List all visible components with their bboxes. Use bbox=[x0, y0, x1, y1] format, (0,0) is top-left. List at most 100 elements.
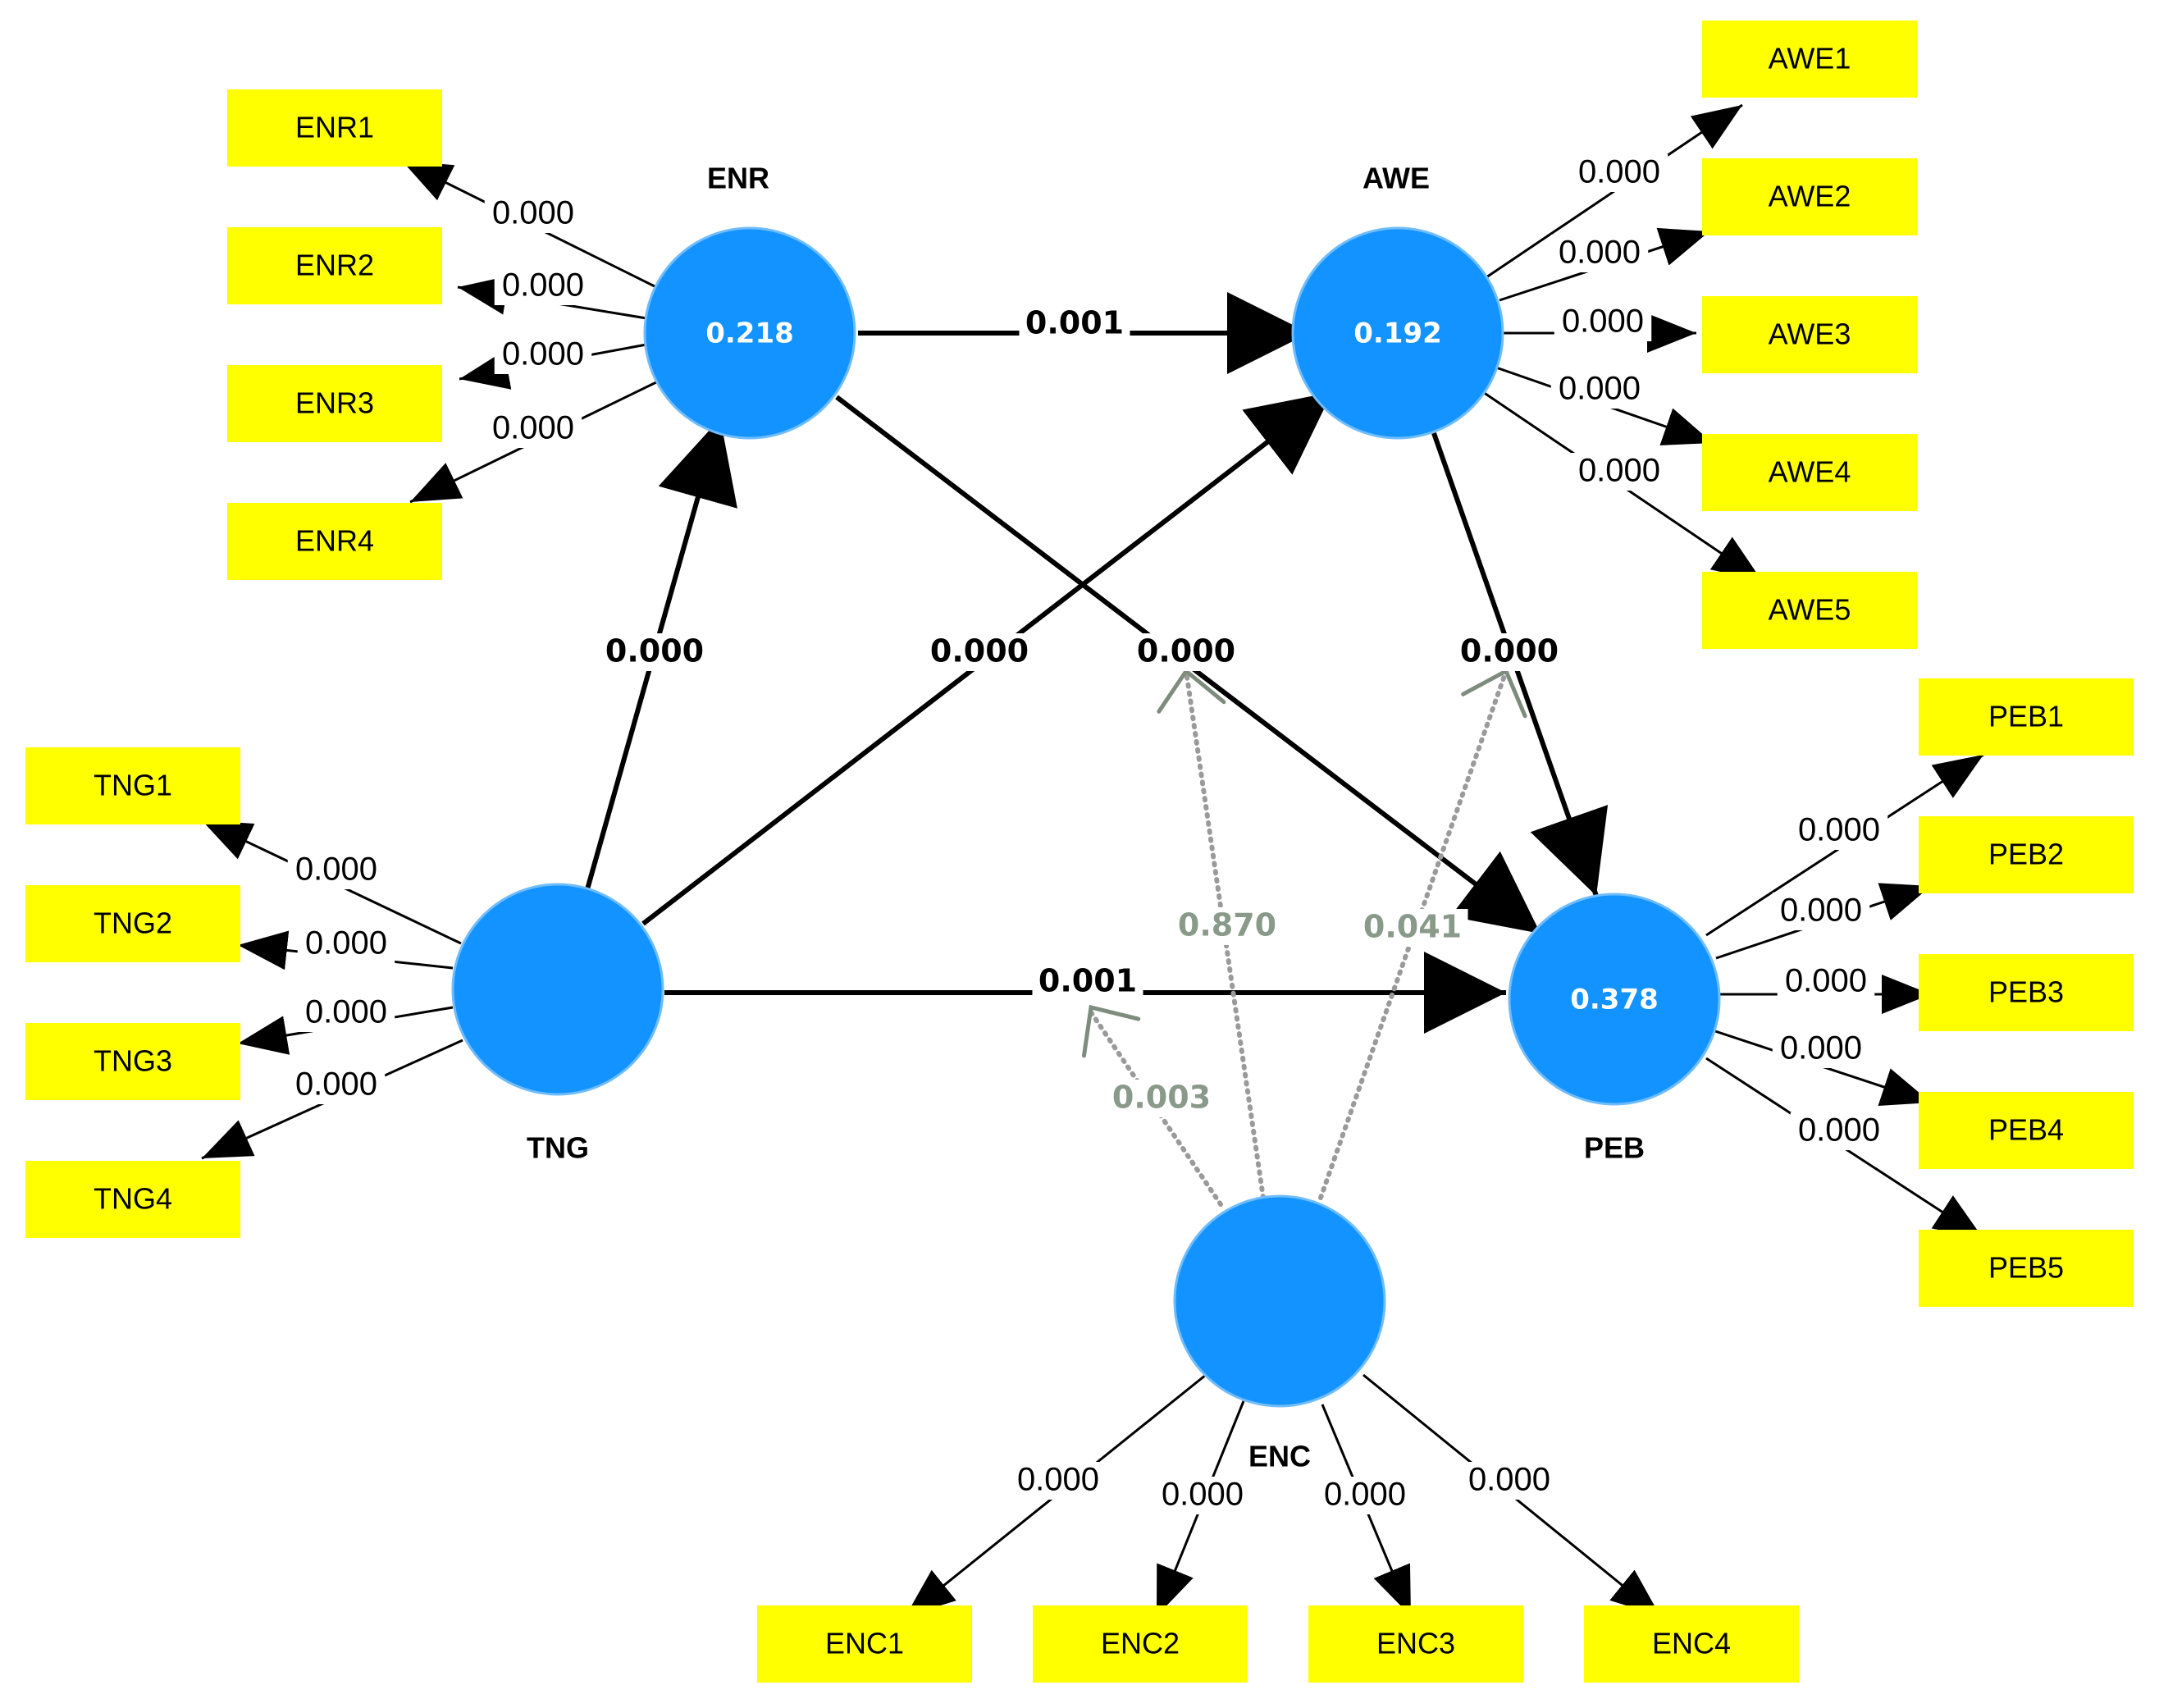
loading-pvalue-enc3: 0.000 bbox=[1316, 1477, 1414, 1514]
indicator-awe3[interactable]: AWE3 bbox=[1702, 296, 1917, 373]
indicator-label: ENC4 bbox=[1652, 1627, 1731, 1660]
loading-pvalue-awe2: 0.000 bbox=[1550, 235, 1649, 272]
svg-text:0.000: 0.000 bbox=[605, 633, 704, 669]
indicator-box bbox=[227, 89, 442, 167]
indicator-peb4[interactable]: PEB4 bbox=[1919, 1092, 2134, 1169]
svg-text:0.000: 0.000 bbox=[1324, 1477, 1406, 1513]
indicator-awe2[interactable]: AWE2 bbox=[1702, 158, 1917, 235]
path-pvalue-tng-awe: 0.000 bbox=[924, 633, 1035, 671]
indicator-box bbox=[1702, 434, 1917, 511]
indicator-tng4[interactable]: TNG4 bbox=[25, 1161, 240, 1238]
indicator-label: PEB4 bbox=[1988, 1113, 2064, 1147]
indicator-label: PEB5 bbox=[1988, 1251, 2064, 1285]
svg-text:0.000: 0.000 bbox=[492, 195, 574, 231]
indicator-awe4[interactable]: AWE4 bbox=[1702, 434, 1917, 511]
indicator-enc1[interactable]: ENC1 bbox=[757, 1605, 972, 1683]
loading-pvalue-tng3: 0.000 bbox=[297, 994, 395, 1032]
construct-r-squared: 0.218 bbox=[705, 317, 794, 350]
indicator-box bbox=[1702, 296, 1917, 373]
indicator-enr3[interactable]: ENR3 bbox=[227, 365, 442, 442]
indicator-label: ENC3 bbox=[1376, 1627, 1455, 1660]
indicator-label: PEB1 bbox=[1988, 700, 2064, 733]
indicator-box bbox=[25, 1161, 240, 1238]
svg-text:0.000: 0.000 bbox=[1785, 963, 1867, 999]
loading-pvalue-enc2: 0.000 bbox=[1153, 1477, 1252, 1514]
svg-text:0.000: 0.000 bbox=[1468, 1462, 1550, 1498]
svg-text:0.003: 0.003 bbox=[1112, 1080, 1211, 1116]
indicator-tng3[interactable]: TNG3 bbox=[25, 1023, 240, 1100]
indicator-box bbox=[1919, 1230, 2134, 1307]
indicator-label: AWE4 bbox=[1769, 455, 1851, 489]
construct-name: AWE bbox=[1362, 162, 1430, 195]
indicator-box bbox=[25, 747, 240, 824]
construct-tng[interactable]: TNG bbox=[451, 883, 664, 1165]
loading-pvalue-awe3: 0.000 bbox=[1554, 304, 1652, 341]
indicator-box bbox=[1308, 1605, 1523, 1683]
indicator-enr4[interactable]: ENR4 bbox=[227, 503, 442, 580]
svg-text:0.000: 0.000 bbox=[1559, 371, 1641, 407]
indicator-peb5[interactable]: PEB5 bbox=[1919, 1230, 2134, 1307]
indicator-label: TNG2 bbox=[94, 907, 172, 940]
svg-text:0.000: 0.000 bbox=[930, 633, 1029, 669]
path-pvalue-enr-peb: 0.000 bbox=[1130, 633, 1242, 671]
indicator-label: PEB2 bbox=[1988, 838, 2064, 871]
indicator-label: AWE1 bbox=[1769, 42, 1851, 75]
construct-name: PEB bbox=[1584, 1131, 1645, 1165]
construct-r-squared: 0.378 bbox=[1570, 984, 1659, 1016]
construct-circle bbox=[1173, 1194, 1386, 1408]
path-pvalue-tng-peb: 0.001 bbox=[1032, 963, 1143, 1001]
loading-pvalue-awe1: 0.000 bbox=[1570, 154, 1668, 192]
indicator-box bbox=[1702, 572, 1917, 649]
svg-text:0.001: 0.001 bbox=[1025, 305, 1124, 341]
indicator-enr2[interactable]: ENR2 bbox=[227, 227, 442, 304]
indicator-box bbox=[1919, 954, 2134, 1031]
indicator-label: ENR1 bbox=[295, 111, 374, 144]
indicator-box bbox=[757, 1605, 972, 1683]
moderation-pvalue-enc-awe-peb: 0.041 bbox=[1357, 909, 1468, 947]
svg-text:0.000: 0.000 bbox=[1559, 235, 1641, 271]
moderation-arrowhead-enc-enr-peb bbox=[1157, 668, 1226, 714]
indicator-tng1[interactable]: TNG1 bbox=[25, 747, 240, 824]
indicator-awe1[interactable]: AWE1 bbox=[1702, 21, 1917, 98]
loading-pvalue-enc4: 0.000 bbox=[1460, 1462, 1559, 1500]
indicator-peb2[interactable]: PEB2 bbox=[1919, 816, 2134, 893]
indicator-box bbox=[1919, 1092, 2134, 1169]
svg-text:0.000: 0.000 bbox=[1162, 1477, 1244, 1513]
indicator-enc3[interactable]: ENC3 bbox=[1308, 1605, 1523, 1683]
moderation-pvalue-enc-tng-peb: 0.003 bbox=[1106, 1080, 1217, 1117]
indicator-label: ENR3 bbox=[295, 386, 374, 420]
svg-text:0.870: 0.870 bbox=[1178, 907, 1276, 943]
indicator-box bbox=[1919, 678, 2134, 756]
indicator-label: PEB3 bbox=[1988, 975, 2064, 1009]
svg-text:0.000: 0.000 bbox=[1578, 453, 1660, 489]
svg-text:0.000: 0.000 bbox=[1460, 633, 1559, 669]
indicator-tng2[interactable]: TNG2 bbox=[25, 885, 240, 962]
indicator-peb3[interactable]: PEB3 bbox=[1919, 954, 2134, 1031]
indicator-label: TNG4 bbox=[94, 1182, 172, 1216]
indicator-label: ENR2 bbox=[295, 249, 374, 282]
indicator-enc2[interactable]: ENC2 bbox=[1033, 1605, 1248, 1683]
indicator-enr1[interactable]: ENR1 bbox=[227, 89, 442, 167]
svg-text:0.000: 0.000 bbox=[1780, 893, 1862, 929]
loading-pvalue-peb2: 0.000 bbox=[1772, 893, 1870, 930]
svg-text:0.000: 0.000 bbox=[502, 267, 584, 304]
svg-text:0.000: 0.000 bbox=[1798, 812, 1880, 848]
loading-pvalue-peb1: 0.000 bbox=[1790, 812, 1888, 850]
construct-circle bbox=[1508, 893, 1721, 1106]
loading-pvalue-awe4: 0.000 bbox=[1550, 371, 1649, 409]
indicator-enc4[interactable]: ENC4 bbox=[1584, 1605, 1799, 1683]
indicator-peb1[interactable]: PEB1 bbox=[1919, 678, 2134, 756]
indicator-awe5[interactable]: AWE5 bbox=[1702, 572, 1917, 649]
path-pvalue-awe-peb: 0.000 bbox=[1454, 633, 1565, 671]
loading-pvalue-awe5: 0.000 bbox=[1570, 453, 1668, 491]
construct-enc[interactable]: ENC bbox=[1173, 1194, 1386, 1473]
moderation-pvalue-enc-enr-peb: 0.870 bbox=[1171, 907, 1283, 945]
indicator-box bbox=[227, 365, 442, 442]
indicator-box bbox=[25, 1023, 240, 1100]
indicator-box bbox=[1702, 21, 1917, 98]
loading-pvalue-enr3: 0.000 bbox=[494, 336, 592, 374]
